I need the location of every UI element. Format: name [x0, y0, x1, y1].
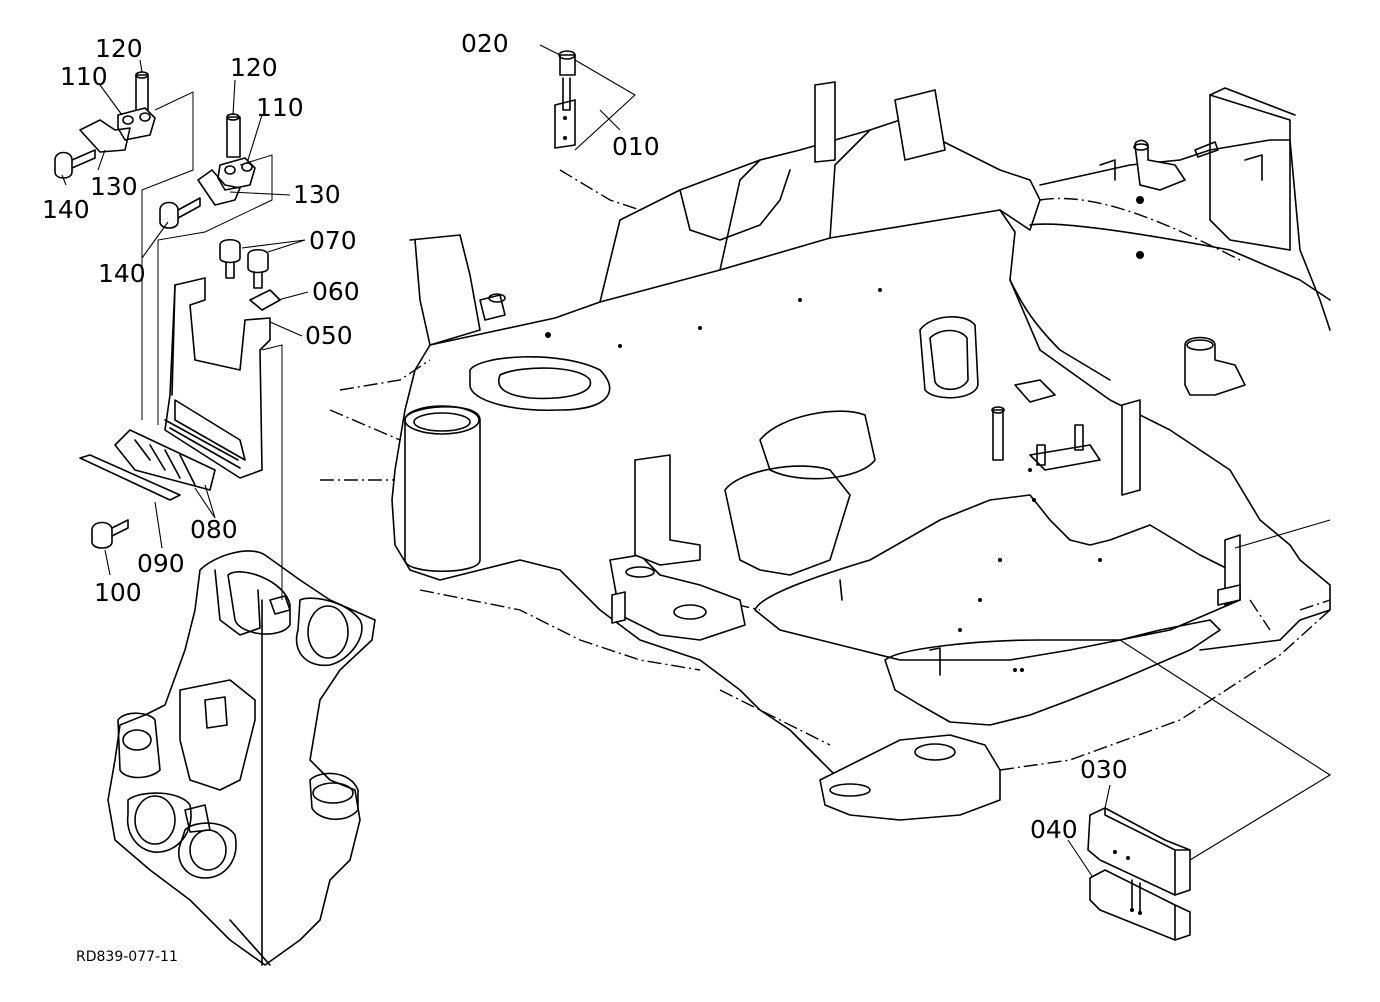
callout-080: 080	[190, 515, 238, 544]
callout-110-upper-right: 110	[256, 93, 304, 122]
deck-holes	[545, 107, 1144, 672]
callout-130-upper-left: 130	[90, 172, 138, 201]
callout-100: 100	[94, 578, 142, 607]
callout-labels: 020 010 120 110 130 140 120 110 130 140 …	[42, 29, 1128, 965]
callout-120-upper-left: 120	[95, 34, 143, 63]
callout-010: 010	[612, 132, 660, 161]
weight-plates	[1087, 807, 1191, 941]
callout-140-upper-left: 140	[42, 195, 90, 224]
swing-bracket	[107, 344, 376, 966]
callout-060: 060	[312, 277, 360, 306]
callout-090: 090	[137, 549, 185, 578]
callout-070: 070	[309, 226, 357, 255]
callout-110-upper-left: 110	[60, 62, 108, 91]
main-frame	[320, 50, 1331, 821]
callout-140-lower: 140	[98, 259, 146, 288]
callout-050: 050	[305, 321, 353, 350]
drawing-code: RD839-077-11	[76, 949, 178, 965]
clamp-assembly-upper	[54, 71, 281, 549]
callout-020: 020	[461, 29, 509, 58]
callout-120-upper-right: 120	[230, 53, 278, 82]
leader-lines	[61, 44, 1332, 877]
callout-130-upper-right: 130	[293, 180, 341, 209]
callout-040: 040	[1030, 815, 1078, 844]
callout-030: 030	[1080, 755, 1128, 784]
